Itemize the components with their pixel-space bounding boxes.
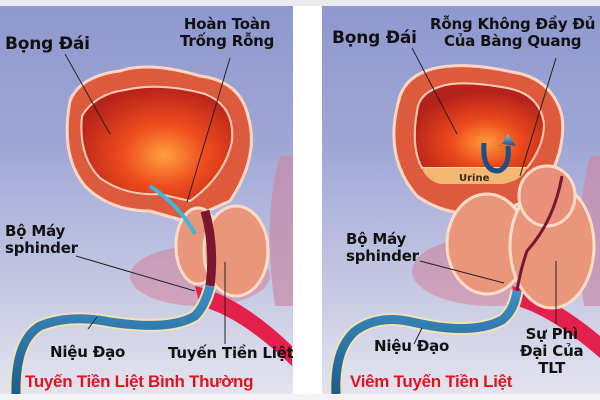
fully-empty-label-line1: Hoàn Toàn	[183, 15, 271, 33]
enlarged-anatomy-illustration	[329, 47, 600, 394]
enlarged-prostate-label-line1: Sự Phì	[525, 325, 579, 343]
bladder-label: Bọng Đái	[332, 28, 417, 48]
prostatitis-caption: Viêm Tuyến Tiền Liệt	[350, 372, 513, 391]
normal-prostate-caption: Tuyến Tiền Liệt Bình Thường	[25, 372, 254, 391]
prostatitis-panel: Bọng Đái Rỗng Không Đầy Đủ Của Bàng Quan…	[322, 6, 600, 394]
prostate-label: Tuyến Tiền Liệt	[168, 344, 293, 362]
fully-empty-label-line2: Trống Rỗng	[180, 32, 275, 50]
normal-anatomy-illustration	[9, 53, 293, 394]
sphincter-label-line2: sphinder	[346, 247, 419, 265]
incomplete-emptying-label-line1: Rỗng Không Đầy Đủ	[430, 15, 596, 33]
reflux-arrow	[481, 142, 511, 174]
enlarged-prostate-label-line3: TLT	[538, 359, 566, 377]
normal-prostate-panel: Bọng Đái Hoàn Toàn Trống Rỗng Bộ Máy sph…	[0, 6, 293, 394]
bladder-label: Bọng Đái	[5, 34, 90, 54]
sphincter-label: Bộ Máy sphinder	[5, 223, 78, 257]
urine-label: Urine	[459, 173, 490, 184]
bottom-strip	[0, 394, 600, 400]
sphincter-label-line1: Bộ Máy	[346, 230, 407, 248]
incomplete-emptying-label: Rỗng Không Đầy Đủ Của Bàng Quang	[430, 16, 595, 50]
urethra-label: Niệu Đạo	[374, 337, 450, 355]
enlarged-prostate-label: Sự Phì Đại Của TLT	[520, 325, 584, 377]
sphincter-label: Bộ Máy sphinder	[346, 231, 419, 265]
fully-empty-label: Hoàn Toàn Trống Rỗng	[180, 16, 274, 50]
sphincter-label-line2: sphinder	[5, 239, 78, 257]
sphincter-label-line1: Bộ Máy	[5, 222, 66, 240]
incomplete-emptying-label-line2: Của Bàng Quang	[443, 32, 582, 50]
enlarged-prostate-label-line2: Đại Của	[520, 342, 584, 360]
urethra-label: Niệu Đạo	[50, 343, 126, 361]
top-strip	[0, 0, 600, 6]
